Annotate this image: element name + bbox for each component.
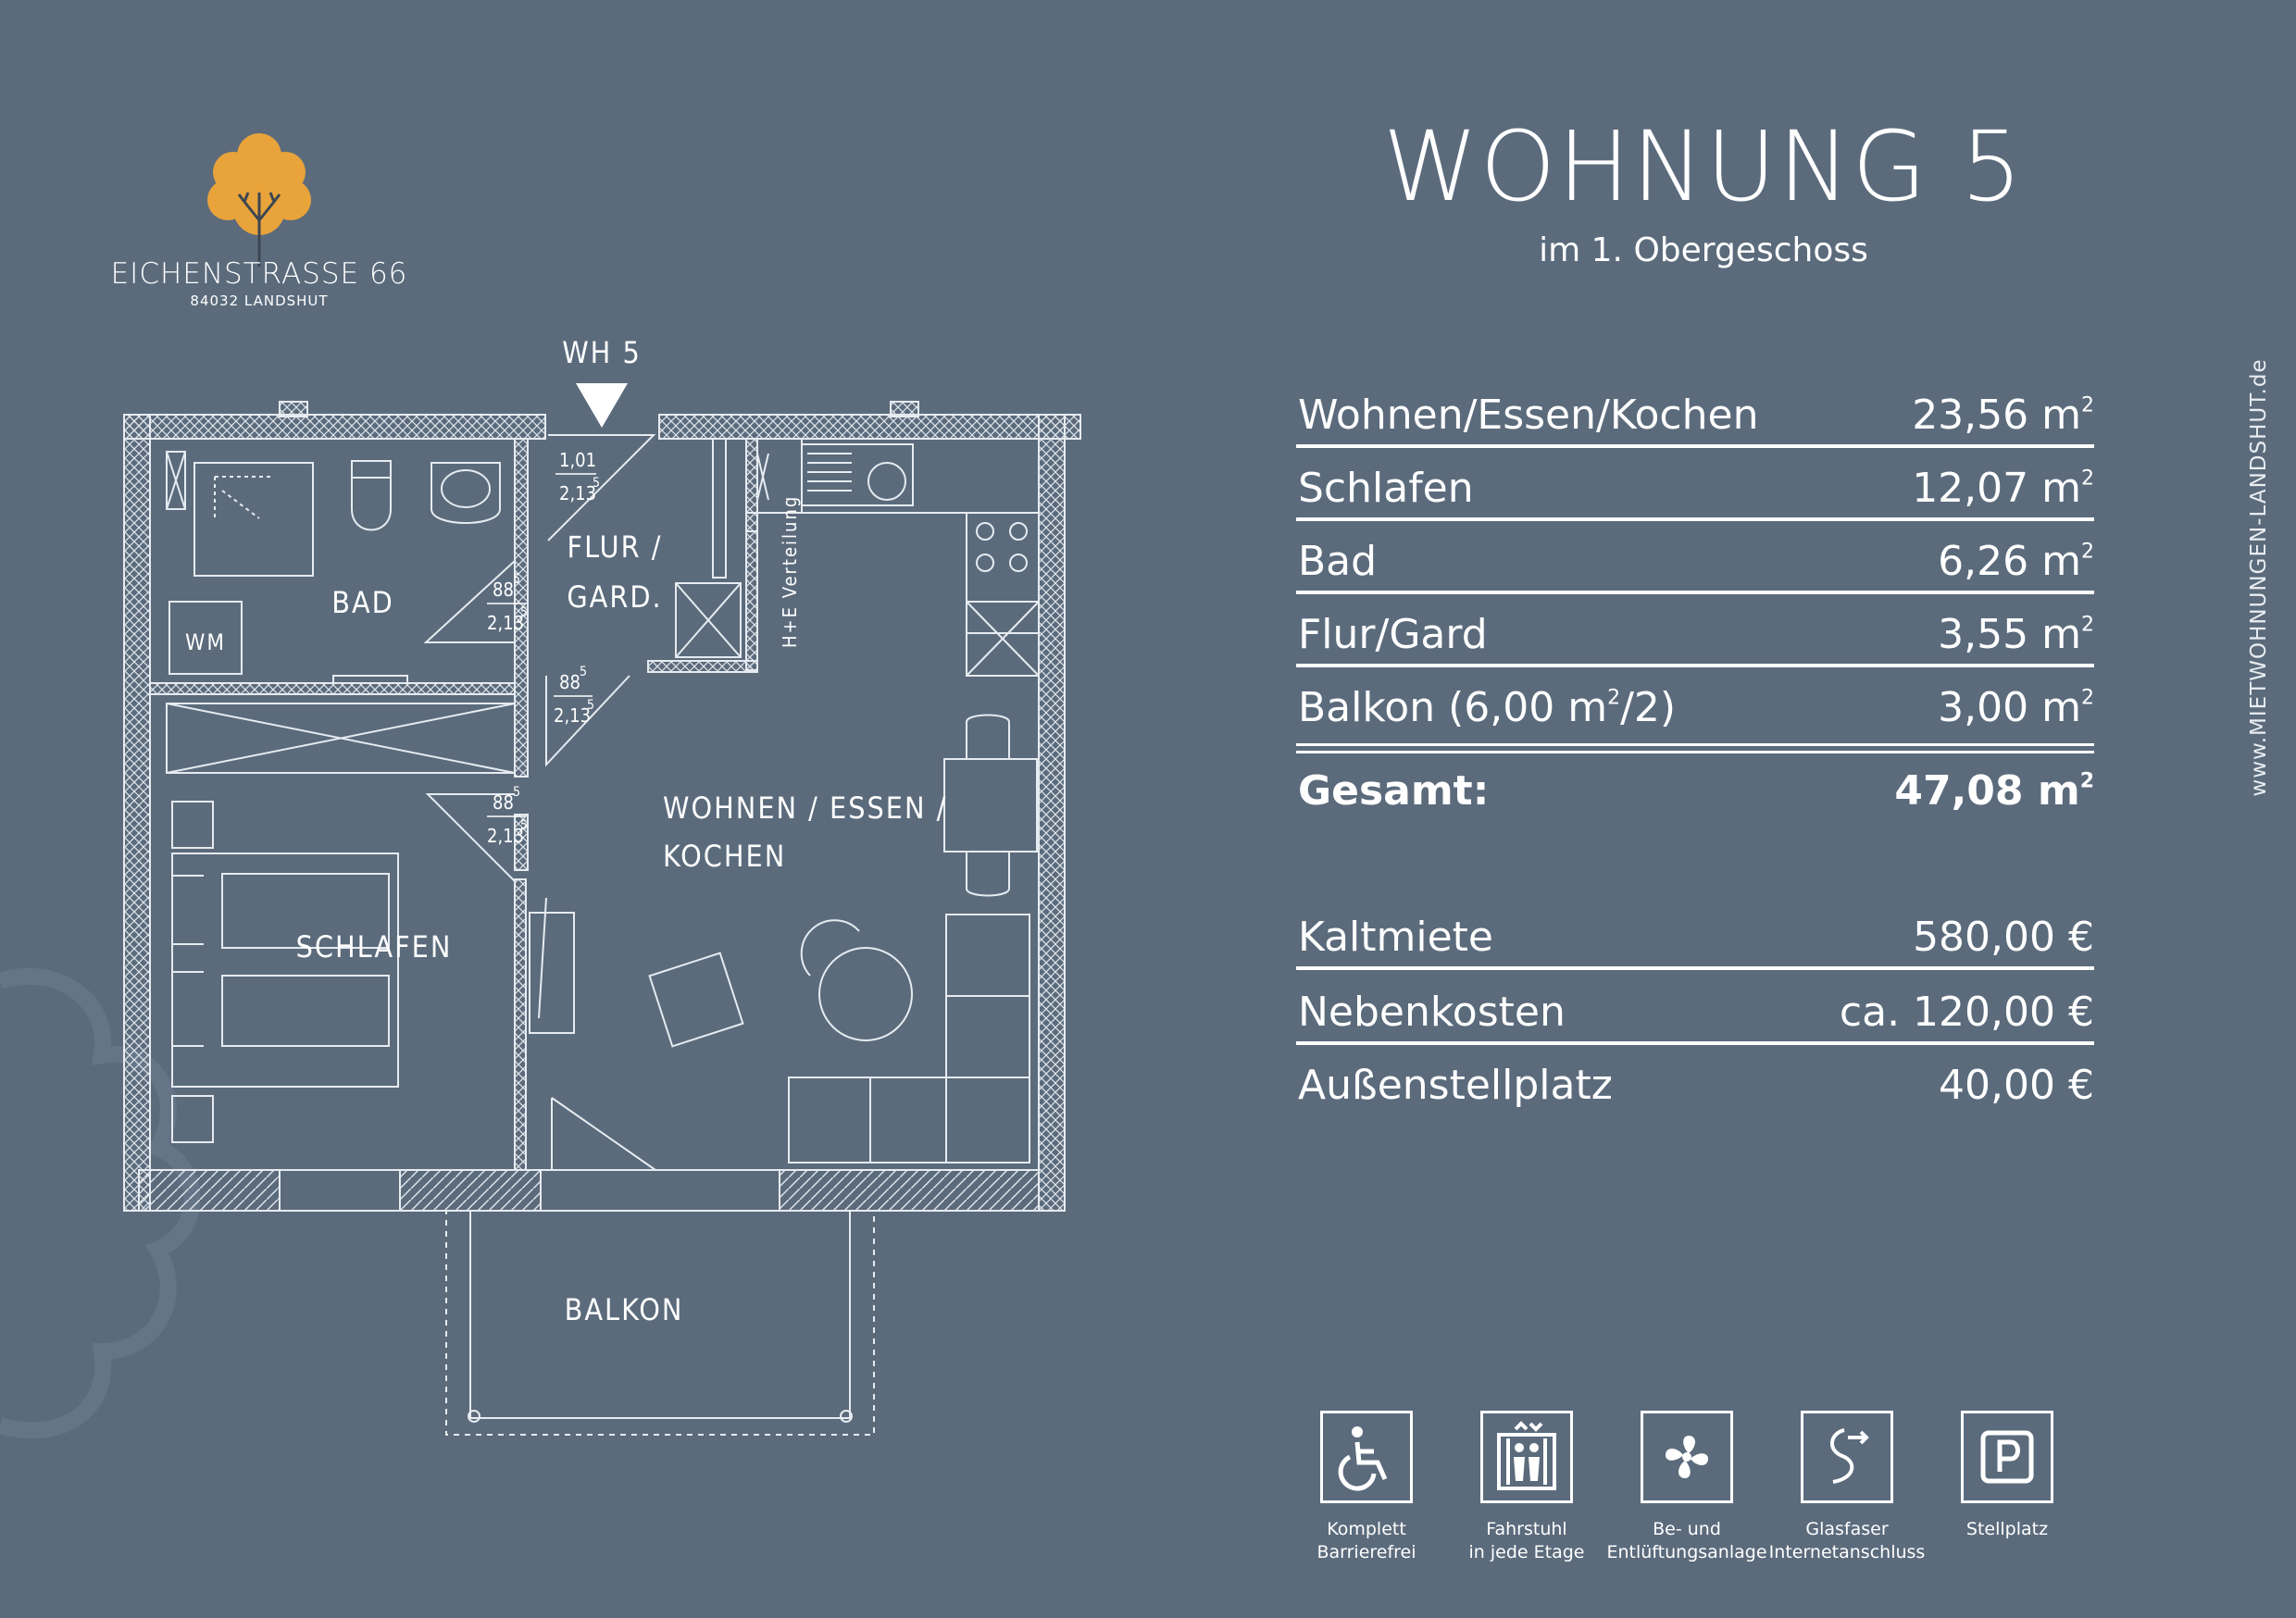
cost-row: Kaltmiete 580,00 € [1296, 898, 2094, 970]
total-value: 47,08 m2 [1894, 767, 2094, 815]
logo-city: 84032 LANDSHUT [190, 292, 329, 309]
area-row: Balkon (6,00 m2/2) 3,00 m2 [1296, 668, 2094, 753]
svg-text:2,13: 2,13 [554, 704, 591, 727]
svg-text:1,01: 1,01 [559, 449, 596, 471]
feature-line2: Entlüftungsanlage [1606, 1542, 1767, 1562]
room-wohnen-1: WOHNEN / ESSEN / [663, 790, 947, 826]
cost-label: Nebenkosten [1298, 989, 1566, 1036]
feature-line1: Stellplatz [1965, 1519, 2049, 1539]
svg-text:5: 5 [520, 605, 528, 620]
feature-line2: Internetanschluss [1768, 1542, 1926, 1562]
svg-text:5: 5 [513, 572, 520, 587]
entrance-label: WH 5 [562, 335, 642, 370]
fan-icon [1641, 1411, 1733, 1503]
area-value: 12,07 m2 [1912, 465, 2094, 512]
svg-text:5: 5 [593, 476, 600, 491]
logo-name: EICHENSTRASSE 66 [110, 257, 408, 291]
room-flur-1: FLUR / [568, 529, 663, 565]
page-subtitle: im 1. Obergeschoss [1539, 231, 1868, 269]
room-schlafen: SCHLAFEN [296, 929, 453, 965]
page-title: WOHNUNG 5 [1382, 110, 2025, 223]
outer-walls [123, 401, 1081, 1212]
cost-value: 40,00 € [1939, 1062, 2094, 1109]
svg-text:88: 88 [559, 671, 580, 693]
feature-line1: Be- und [1653, 1519, 1721, 1539]
feature-fahrstuhl: Fahrstuhl in jede Etage [1443, 1411, 1610, 1564]
elevator-icon [1480, 1411, 1573, 1503]
svg-text:88: 88 [493, 791, 514, 814]
svg-text:88: 88 [493, 579, 514, 601]
svg-text:2,13: 2,13 [487, 825, 524, 847]
feature-stellplatz: Stellplatz [1924, 1411, 2090, 1541]
area-row: Wohnen/Essen/Kochen 23,56 m2 [1296, 376, 2094, 448]
total-row: Gesamt: 47,08 m2 [1296, 759, 2094, 824]
feature-line1: Glasfaser [1805, 1519, 1889, 1539]
feature-line2: Barrierefrei [1316, 1542, 1416, 1562]
area-label: Bad [1298, 538, 1378, 585]
cost-row: Außenstellplatz 40,00 € [1296, 1046, 2094, 1118]
area-value: 3,00 m2 [1938, 684, 2094, 731]
area-label: Wohnen/Essen/Kochen [1298, 392, 1759, 439]
floor-plan: WH 5 BAD WM FLUR / GARD. WOHNEN / ESSEN … [123, 335, 1081, 1436]
svg-text:5: 5 [520, 818, 528, 833]
area-label: Schlafen [1298, 465, 1474, 512]
door-dimension: 88 5 2,13 5 [554, 665, 594, 727]
area-value: 3,55 m2 [1938, 611, 2094, 658]
area-row: Bad 6,26 m2 [1296, 522, 2094, 594]
parking-icon [1961, 1411, 2053, 1503]
area-row: Schlafen 12,07 m2 [1296, 449, 2094, 521]
fiber-cable-icon [1801, 1411, 1893, 1503]
feature-line1: Fahrstuhl [1486, 1519, 1567, 1539]
area-label: Flur/Gard [1298, 611, 1488, 658]
svg-text:2,13: 2,13 [559, 482, 596, 504]
area-value: 23,56 m2 [1912, 392, 2094, 439]
door-dimension: 88 5 2,13 5 [487, 572, 528, 634]
room-bad: BAD [331, 585, 394, 620]
area-value: 6,26 m2 [1938, 538, 2094, 585]
door-dimension: 1,01 2,13 5 [555, 449, 600, 504]
svg-text:2,13: 2,13 [487, 612, 524, 634]
room-wm: WM [185, 629, 226, 655]
room-balkon: BALKON [565, 1292, 684, 1327]
wheelchair-icon [1320, 1411, 1413, 1503]
cost-value: ca. 120,00 € [1839, 989, 2094, 1036]
cost-row: Nebenkosten ca. 120,00 € [1296, 973, 2094, 1045]
area-label: Balkon (6,00 m2/2) [1298, 684, 1677, 731]
cost-label: Außenstellplatz [1298, 1062, 1613, 1109]
svg-text:5: 5 [513, 785, 520, 800]
room-wohnen-2: KOCHEN [663, 839, 786, 874]
cost-label: Kaltmiete [1298, 914, 1493, 961]
cost-value: 580,00 € [1913, 914, 2094, 961]
total-label: Gesamt: [1298, 767, 1490, 815]
website-url: www.MIETWOHNUNGEN-LANDSHUT.de [2247, 358, 2271, 797]
svg-text:5: 5 [587, 698, 594, 713]
door-dimension: 88 5 2,13 5 [487, 785, 528, 847]
svg-text:5: 5 [580, 665, 587, 679]
room-flur-2: GARD. [567, 579, 662, 615]
area-row: Flur/Gard 3,55 m2 [1296, 595, 2094, 667]
feature-line1: Komplett [1327, 1519, 1406, 1539]
tree-logo-icon [207, 133, 311, 267]
room-verteilung: H+E Verteilung [779, 495, 801, 648]
feature-line2: in jede Etage [1468, 1542, 1585, 1562]
